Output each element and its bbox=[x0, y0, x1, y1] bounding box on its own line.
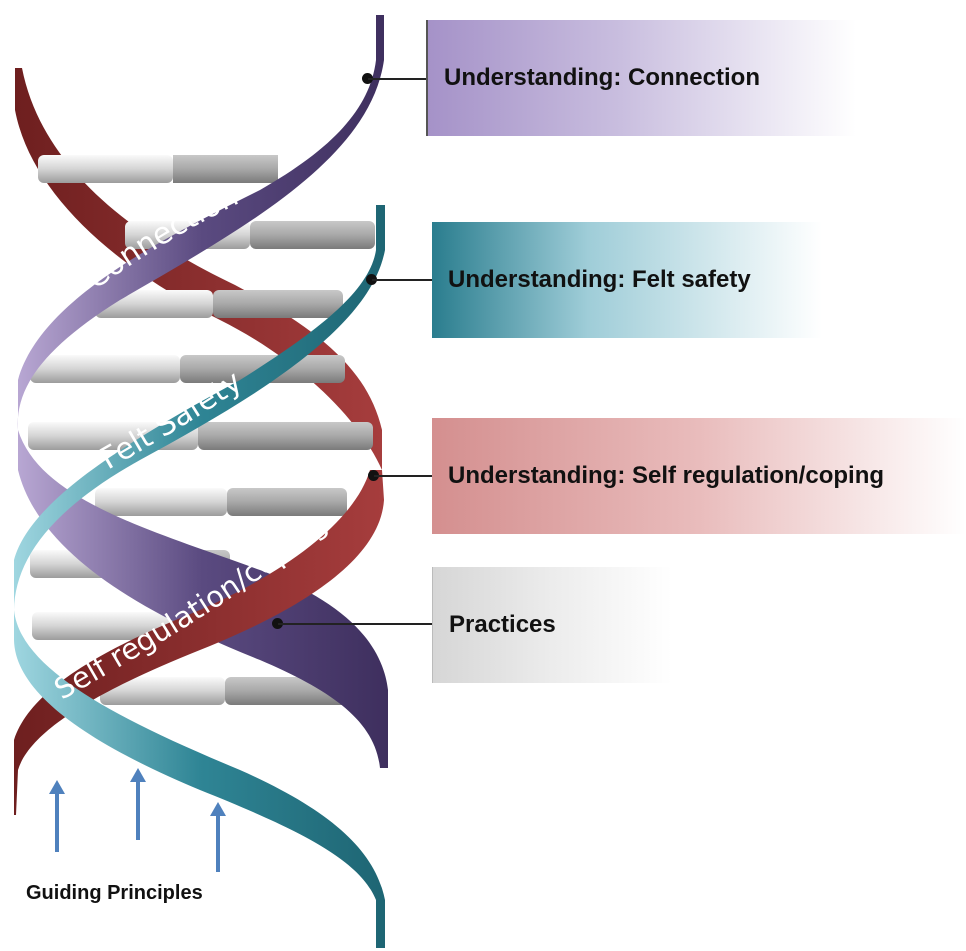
practices-box: Practices bbox=[432, 567, 672, 683]
understanding-felt-safety-label: Understanding: Felt safety bbox=[448, 266, 751, 293]
understanding-felt-safety-box: Understanding: Felt safety bbox=[432, 222, 822, 338]
practices-connector-line bbox=[278, 623, 432, 625]
understanding-self-regulation-box: Understanding: Self regulation/coping bbox=[432, 418, 966, 534]
guiding-arrow-3 bbox=[210, 802, 226, 872]
understanding-connection-box: Understanding: Connection bbox=[426, 20, 856, 136]
understanding-connection-label: Understanding: Connection bbox=[444, 64, 760, 91]
purple-strand bbox=[17, 15, 388, 768]
self-regulation-connector-line bbox=[374, 475, 432, 477]
red-strand-back bbox=[15, 68, 382, 470]
red-strand-front bbox=[14, 470, 384, 815]
guiding-arrow-2 bbox=[130, 768, 146, 840]
practices-label: Practices bbox=[449, 611, 556, 638]
felt-safety-pointer-dot bbox=[366, 274, 377, 285]
self-regulation-pointer-dot bbox=[368, 470, 379, 481]
connection-connector-line bbox=[368, 78, 426, 80]
guiding-arrow-1 bbox=[49, 780, 65, 852]
understanding-self-regulation-label: Understanding: Self regulation/coping bbox=[448, 462, 885, 489]
connection-pointer-dot bbox=[362, 73, 373, 84]
practices-pointer-dot bbox=[272, 618, 283, 629]
guiding-principles-label: Guiding Principles bbox=[26, 882, 203, 904]
felt-safety-connector-line bbox=[372, 279, 432, 281]
